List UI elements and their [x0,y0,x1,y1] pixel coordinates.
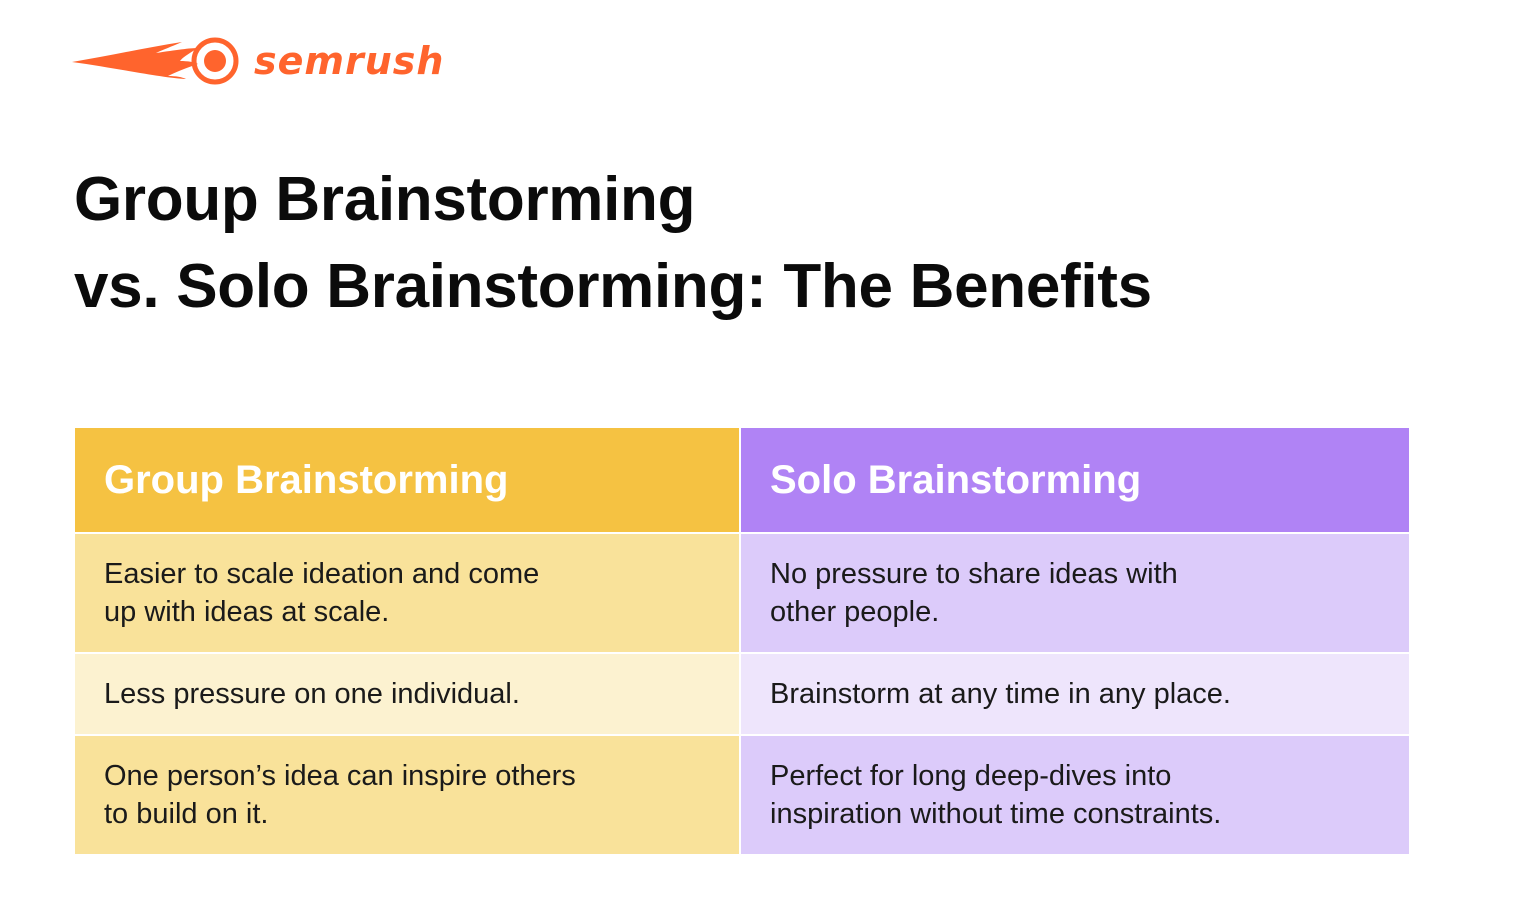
comet-head-core [204,50,226,72]
header-label: Group Brainstorming [104,458,509,502]
group-benefit-text: Less pressure on one individual. [104,678,520,710]
header-solo-brainstorming: Solo Brainstorming [741,428,1409,532]
comet-tail [72,42,198,79]
group-benefit-text: Easier to scale ideation and come up wit… [104,558,540,628]
solo-benefit-text: Perfect for long deep-dives into inspira… [770,760,1222,830]
title-line-2: vs. Solo Brainstorming: The Benefits [74,252,1152,321]
semrush-comet-icon [72,37,239,85]
table-row: Less pressure on one individual. Brainst… [75,652,1409,734]
group-benefit-cell: Less pressure on one individual. [75,654,741,734]
group-benefit-cell: Easier to scale ideation and come up wit… [75,534,741,652]
page-title: Group Brainstorming vs. Solo Brainstormi… [74,156,1152,330]
solo-benefit-cell: Perfect for long deep-dives into inspira… [741,736,1409,854]
table-row: Easier to scale ideation and come up wit… [75,532,1409,652]
group-benefit-cell: One person’s idea can inspire others to … [75,736,741,854]
header-group-brainstorming: Group Brainstorming [75,428,741,532]
solo-benefit-text: Brainstorm at any time in any place. [770,678,1231,710]
table-row: One person’s idea can inspire others to … [75,734,1409,854]
semrush-wordmark: semrush [254,39,445,83]
solo-benefit-cell: Brainstorm at any time in any place. [741,654,1409,734]
semrush-logo[interactable]: semrush [72,36,444,86]
comparison-table: Group Brainstorming Solo Brainstorming E… [75,428,1409,854]
table-header-row: Group Brainstorming Solo Brainstorming [75,428,1409,532]
solo-benefit-text: No pressure to share ideas with other pe… [770,558,1178,628]
group-benefit-text: One person’s idea can inspire others to … [104,760,576,830]
comet-head-ring [191,37,239,85]
solo-benefit-cell: No pressure to share ideas with other pe… [741,534,1409,652]
header-label: Solo Brainstorming [770,458,1142,502]
title-line-1: Group Brainstorming [74,165,696,234]
